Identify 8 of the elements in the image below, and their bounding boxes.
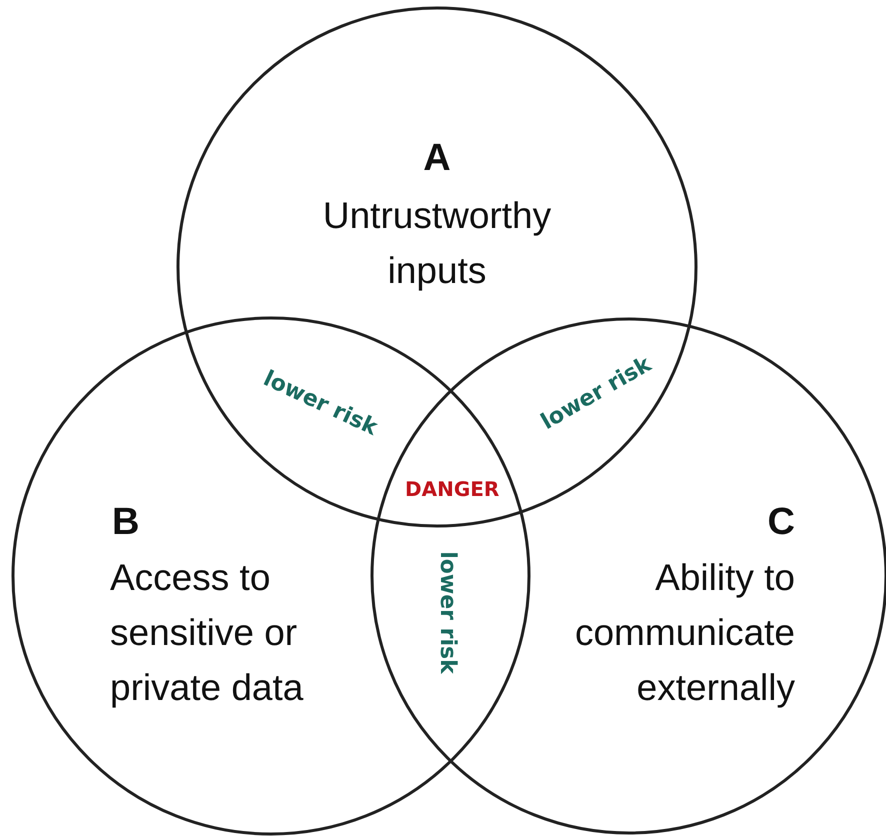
set-letter: C	[768, 500, 795, 544]
set-label: Access to sensitive or private data	[110, 556, 304, 710]
set-letter: A	[422, 136, 452, 180]
set-label: Untrustworthy inputs	[322, 194, 552, 293]
region-label: lower risk	[434, 550, 460, 674]
danger-label: DANGER	[405, 477, 500, 501]
set-label: Ability to communicate externally	[574, 556, 795, 710]
set-letter: B	[112, 500, 140, 544]
